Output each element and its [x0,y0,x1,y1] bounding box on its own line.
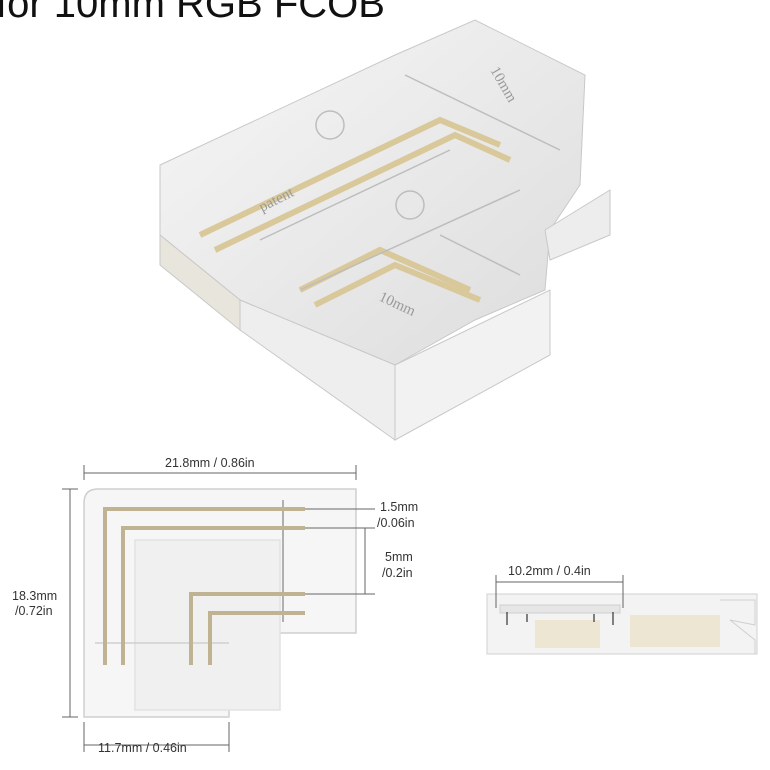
wires [103,507,305,665]
width-dimension-label: 21.8mm / 0.86in [165,456,255,470]
contact-strips [198,116,512,308]
side-width-label: 10.2mm / 0.4in [508,564,591,578]
connector-photo: patent 10mm 10mm [159,19,611,441]
side-view-drawing [486,575,758,655]
dimension-lines [62,465,375,752]
bottom-width-label: 11.7mm / 0.46in [98,741,187,755]
height-dimension-mm: 18.3mm [12,589,58,603]
height-dimension-in: /0.72in [15,604,53,618]
page-title: for 10mm RGB FCOB [0,0,385,26]
pin-gap-mm: 1.5mm [380,500,419,514]
pin-gap-in: /0.06in [377,516,415,530]
pair-gap-mm: 5mm [385,550,413,564]
pair-gap-in: /0.2in [382,566,413,580]
